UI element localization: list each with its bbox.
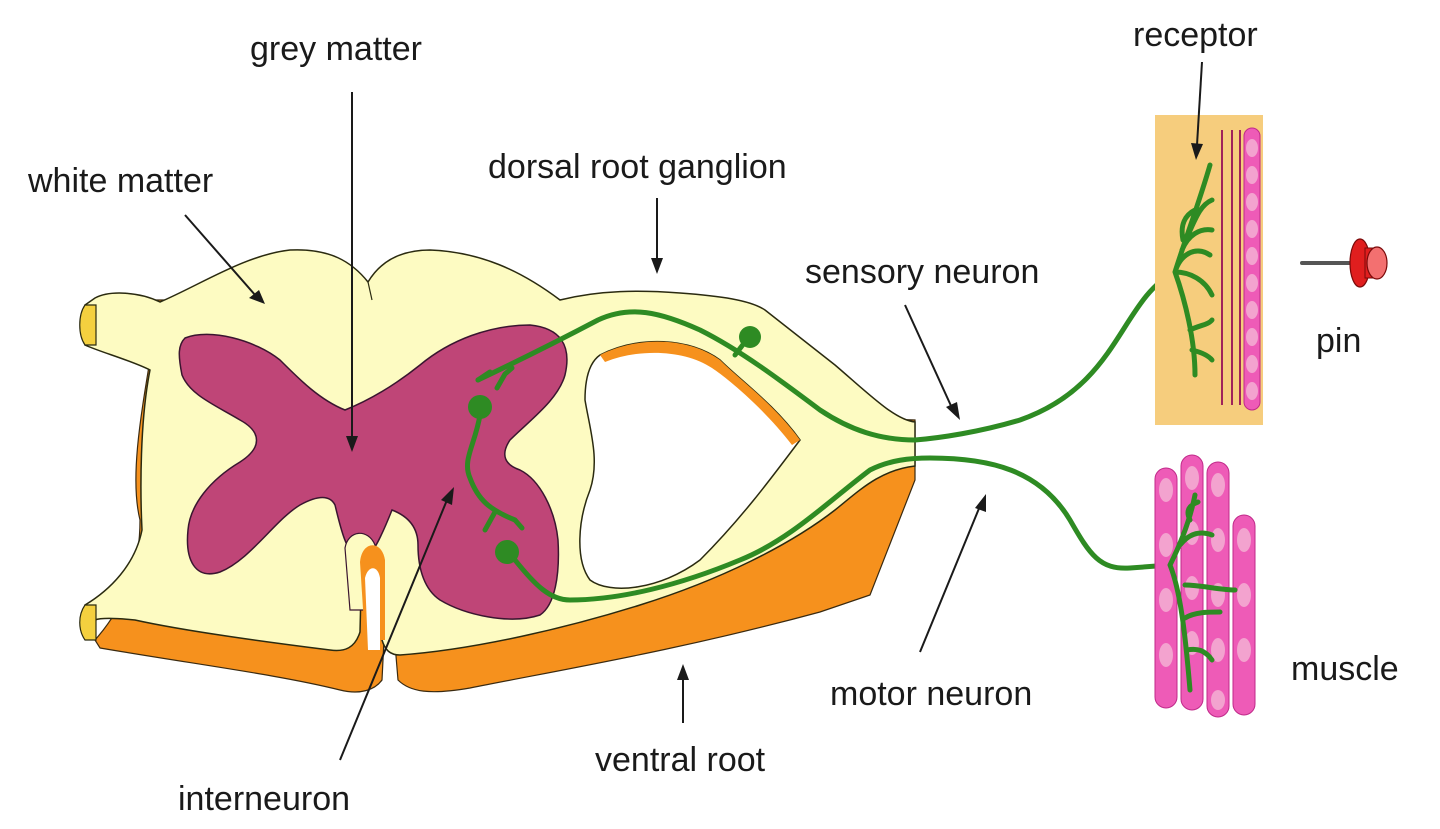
label-grey-matter: grey matter xyxy=(250,30,422,68)
label-white-matter: white matter xyxy=(27,162,213,200)
label-dorsal-root-ganglion: dorsal root ganglion xyxy=(488,148,787,186)
central-canal-white xyxy=(365,568,380,650)
muscle-fiber-4 xyxy=(1232,514,1256,716)
pin-icon xyxy=(1300,238,1388,288)
sensory-neuron-pointer xyxy=(904,304,953,409)
motor-cell-body xyxy=(495,540,519,564)
grey-matter xyxy=(178,324,568,620)
muscle-fiber-1 xyxy=(1154,467,1178,709)
label-ventral-root: ventral root xyxy=(595,741,766,779)
spinal-cord xyxy=(79,249,916,693)
motor-end-branches xyxy=(1167,492,1238,693)
dorsal-median-sulcus xyxy=(367,281,373,301)
label-motor-neuron: motor neuron xyxy=(830,675,1032,713)
interneuron-path xyxy=(464,412,525,531)
pointer-lines xyxy=(184,61,1203,761)
muscle-fiber-2 xyxy=(1180,454,1204,711)
white-matter-pointer xyxy=(184,214,257,297)
left-nub-top xyxy=(79,304,97,346)
label-pin: pin xyxy=(1316,322,1361,360)
label-muscle: muscle xyxy=(1291,650,1399,688)
label-interneuron: interneuron xyxy=(178,780,350,818)
label-sensory-neuron: sensory neuron xyxy=(805,253,1039,291)
interneuron-pointer xyxy=(339,499,448,761)
skin-receptor-group xyxy=(1155,115,1263,425)
motor-neuron-path xyxy=(512,455,1173,603)
neurons xyxy=(464,269,1178,603)
label-receptor: receptor xyxy=(1133,16,1258,54)
receptor-branches xyxy=(1172,162,1215,378)
labels: grey matter white matter dorsal root gan… xyxy=(27,16,1399,818)
muscle-group xyxy=(1154,454,1256,718)
left-nub-bottom xyxy=(79,604,97,641)
root-gap-shadow xyxy=(600,341,800,445)
interneuron-cell-body xyxy=(468,395,492,419)
sensory-synapse-top xyxy=(475,365,515,391)
sensory-cell-body xyxy=(739,326,761,348)
motor-neuron-pointer xyxy=(919,505,981,653)
receptor-pointer xyxy=(1196,61,1203,146)
sensory-neuron-path xyxy=(475,269,1178,443)
interneuron-synapse xyxy=(482,509,498,533)
skin-cell-column xyxy=(1243,127,1261,411)
